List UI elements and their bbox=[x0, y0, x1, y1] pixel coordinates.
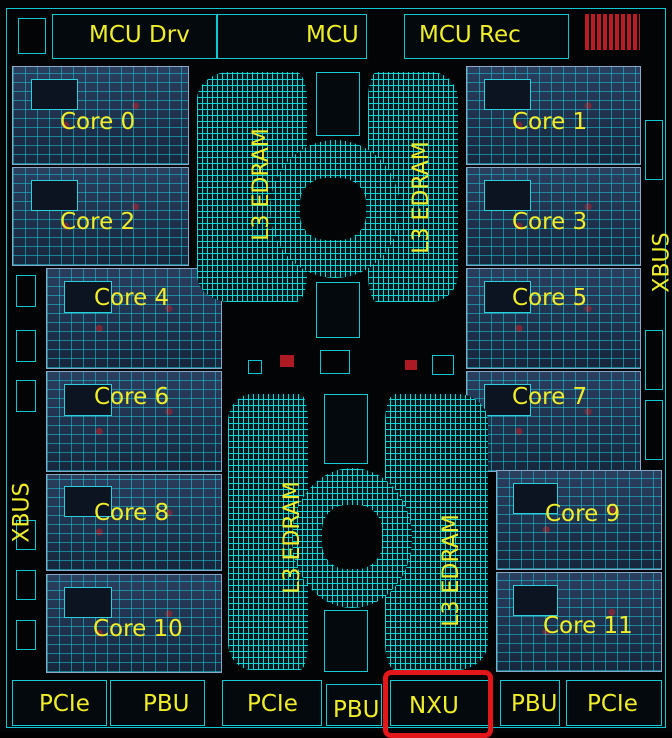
core-10: Core 10 bbox=[46, 574, 222, 673]
xbus-left-label: XBUS bbox=[9, 482, 35, 543]
center-logic-2 bbox=[320, 350, 350, 374]
core-9-label: Core 9 bbox=[545, 501, 621, 527]
die-outline bbox=[6, 8, 666, 728]
left-io-pad-3 bbox=[16, 380, 36, 412]
core-9: Core 9 bbox=[496, 470, 662, 570]
left-io-pad-1 bbox=[16, 275, 36, 307]
mcu-drv-block: MCU Drv bbox=[52, 14, 217, 59]
mcu-drv-label: MCU Drv bbox=[89, 22, 190, 48]
upper-center-block-bottom bbox=[316, 282, 360, 338]
center-logic-red-2 bbox=[405, 360, 417, 370]
left-io-pad-6 bbox=[16, 620, 36, 650]
pbu-3-label: PBU bbox=[511, 691, 558, 717]
core-4: Core 4 bbox=[46, 268, 222, 369]
core-11-label: Core 11 bbox=[543, 613, 633, 639]
pbu-1-label: PBU bbox=[143, 691, 190, 717]
pcie-2-block: PCIe bbox=[222, 680, 322, 726]
lower-center-block-bottom bbox=[324, 610, 368, 672]
upper-center-block-top bbox=[316, 72, 360, 136]
core-1: Core 1 bbox=[466, 66, 641, 165]
core-7-label: Core 7 bbox=[512, 384, 588, 410]
pcie-2-label: PCIe bbox=[247, 691, 298, 717]
core-1-label: Core 1 bbox=[512, 109, 588, 135]
nxu-label: NXU bbox=[409, 693, 459, 719]
nxu-block: NXU bbox=[390, 680, 490, 726]
mcu-rec-block: MCU Rec bbox=[404, 14, 569, 59]
mcu-rec-label: MCU Rec bbox=[419, 22, 521, 48]
center-logic-red-1 bbox=[280, 355, 294, 367]
right-io-pad-2 bbox=[645, 330, 663, 390]
center-logic-3 bbox=[432, 355, 454, 375]
pbu-2-block: PBU bbox=[326, 684, 382, 726]
core-10-label: Core 10 bbox=[93, 616, 183, 642]
l3-edram-upper-right bbox=[368, 72, 458, 302]
mcu-block: MCU bbox=[217, 14, 367, 59]
core-5: Core 5 bbox=[466, 268, 641, 369]
top-right-logic bbox=[585, 14, 640, 50]
core-7: Core 7 bbox=[466, 371, 641, 472]
top-left-pad bbox=[18, 18, 46, 54]
l3-edram-label-4: L3 EDRAM bbox=[438, 514, 464, 627]
core-6-label: Core 6 bbox=[94, 384, 170, 410]
center-logic-1 bbox=[248, 360, 262, 374]
pcie-3-block: PCIe bbox=[566, 680, 662, 726]
core-3: Core 3 bbox=[466, 167, 641, 266]
pbu-1-block: PBU bbox=[110, 680, 205, 726]
core-11: Core 11 bbox=[496, 572, 662, 672]
core-5-label: Core 5 bbox=[512, 285, 588, 311]
upper-ring-center bbox=[300, 178, 366, 240]
lower-center-block-top bbox=[324, 394, 368, 464]
pcie-1-label: PCIe bbox=[39, 691, 90, 717]
core-0-label: Core 0 bbox=[60, 109, 136, 135]
pcie-1-block: PCIe bbox=[12, 680, 107, 726]
l3-edram-label-2: L3 EDRAM bbox=[408, 141, 434, 254]
nxu-highlight bbox=[383, 670, 493, 738]
pcie-3-label: PCIe bbox=[587, 691, 638, 717]
core-4-label: Core 4 bbox=[94, 285, 170, 311]
right-io-pad-3 bbox=[645, 400, 663, 460]
l3-edram-label-3: L3 EDRAM bbox=[279, 481, 305, 594]
left-io-pad-4 bbox=[16, 520, 36, 550]
core-2-label: Core 2 bbox=[60, 209, 136, 235]
mcu-label: MCU bbox=[306, 22, 359, 48]
xbus-right-label: XBUS bbox=[649, 232, 672, 293]
core-3-label: Core 3 bbox=[512, 209, 588, 235]
pbu-2-label: PBU bbox=[333, 697, 380, 723]
core-8: Core 8 bbox=[46, 474, 222, 571]
left-io-pad-5 bbox=[16, 570, 36, 600]
lower-ring-center bbox=[322, 505, 382, 569]
core-2: Core 2 bbox=[12, 167, 189, 266]
pbu-3-block: PBU bbox=[500, 680, 560, 726]
right-io-pad-1 bbox=[645, 120, 663, 180]
l3-edram-label-1: L3 EDRAM bbox=[248, 128, 274, 241]
left-io-pad-2 bbox=[16, 330, 36, 362]
core-8-label: Core 8 bbox=[94, 500, 170, 526]
core-6: Core 6 bbox=[46, 371, 222, 472]
core-0: Core 0 bbox=[12, 66, 189, 165]
